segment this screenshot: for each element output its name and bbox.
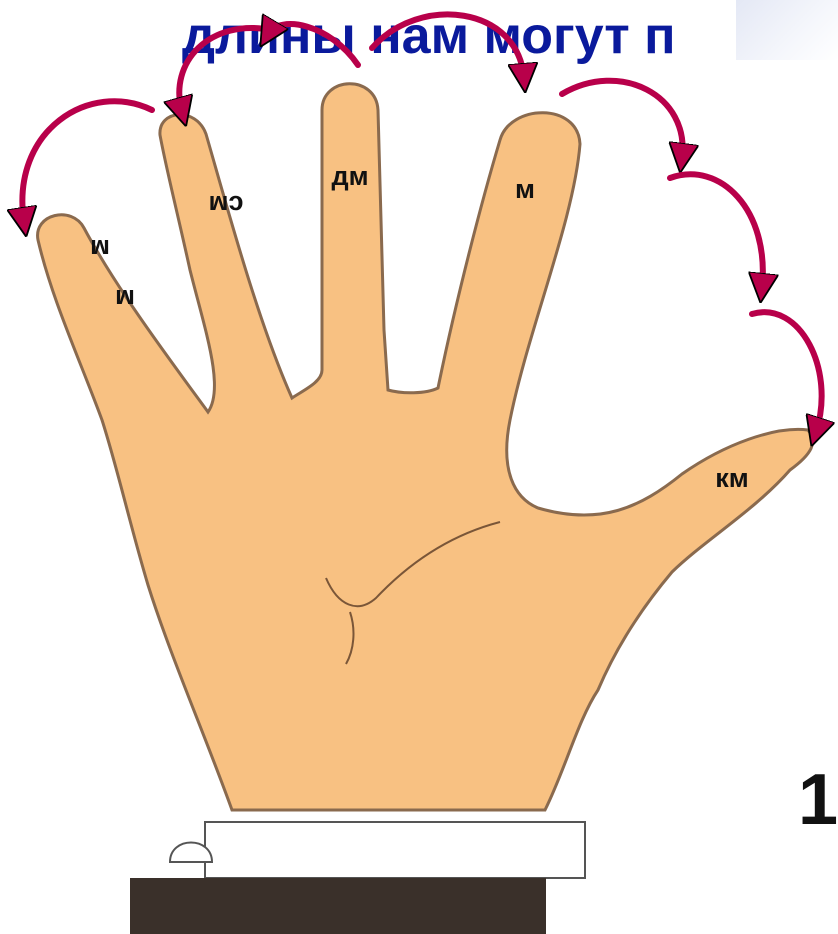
arrow-curved bbox=[670, 174, 763, 288]
label-km: км bbox=[715, 463, 749, 493]
shirt-cuff bbox=[205, 822, 585, 878]
arrow-curved bbox=[22, 101, 152, 222]
arrow-curved bbox=[268, 24, 358, 65]
arrow-curved bbox=[179, 28, 272, 112]
label-dm: дм bbox=[331, 161, 368, 191]
arrow-curved bbox=[752, 312, 822, 432]
arrow-curved bbox=[372, 14, 524, 78]
side-digit: 1 bbox=[798, 760, 838, 840]
label-m: м bbox=[515, 174, 535, 204]
label-cm: см bbox=[209, 190, 244, 220]
label-mm-2: м bbox=[115, 284, 135, 314]
hand-shape bbox=[38, 84, 813, 810]
jacket-sleeve bbox=[130, 878, 546, 934]
label-mm-1: м bbox=[90, 234, 110, 264]
